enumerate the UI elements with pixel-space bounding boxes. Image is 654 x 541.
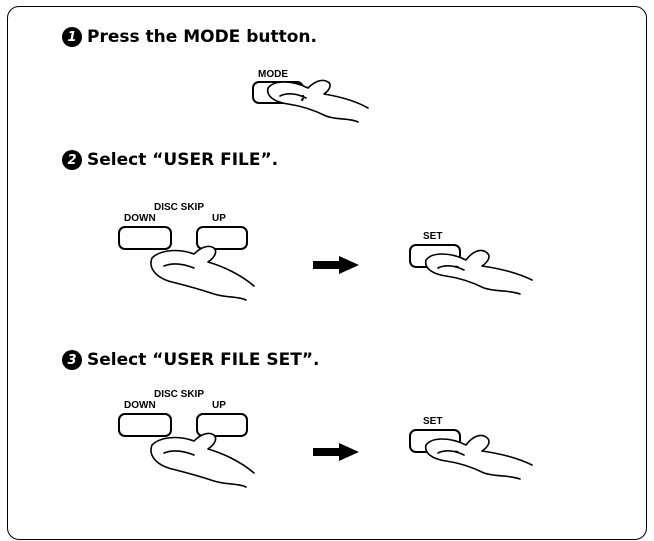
hand-pressing-icon	[150, 245, 255, 301]
hand-pressing-icon	[266, 79, 369, 123]
step-number-2: 2	[62, 150, 82, 170]
step-2: 2 Select “USER FILE”.	[62, 150, 278, 170]
disc-skip-down-button[interactable]	[118, 226, 172, 250]
up-button-label: UP	[212, 213, 226, 224]
step-2-text: Select “USER FILE”.	[87, 150, 279, 170]
mode-button-label: MODE	[258, 69, 288, 80]
hand-pressing-icon	[150, 432, 255, 488]
step-1: 1 Press the MODE button.	[62, 27, 317, 47]
disc-skip-down-button[interactable]	[118, 413, 172, 437]
step-3-text: Select “USER FILE SET”.	[87, 350, 320, 370]
hand-pressing-icon	[424, 249, 533, 295]
down-button-label: DOWN	[124, 400, 156, 411]
up-button-label: UP	[212, 400, 226, 411]
hand-pressing-icon	[424, 434, 533, 480]
set-button-label: SET	[423, 231, 443, 242]
disc-skip-label: DISC SKIP	[154, 389, 205, 400]
disc-skip-up-button[interactable]	[196, 226, 248, 250]
disc-skip-up-button[interactable]	[196, 413, 248, 437]
step-number-3: 3	[62, 350, 82, 370]
right-arrow-icon	[313, 256, 359, 274]
down-button-label: DOWN	[124, 213, 156, 224]
disc-skip-label: DISC SKIP	[154, 202, 205, 213]
set-button-label: SET	[423, 416, 443, 427]
step-3: 3 Select “USER FILE SET”.	[62, 350, 319, 370]
step-number-1: 1	[62, 27, 82, 47]
instruction-panel	[7, 6, 647, 540]
right-arrow-icon	[313, 443, 359, 461]
step-1-text: Press the MODE button.	[87, 27, 317, 47]
